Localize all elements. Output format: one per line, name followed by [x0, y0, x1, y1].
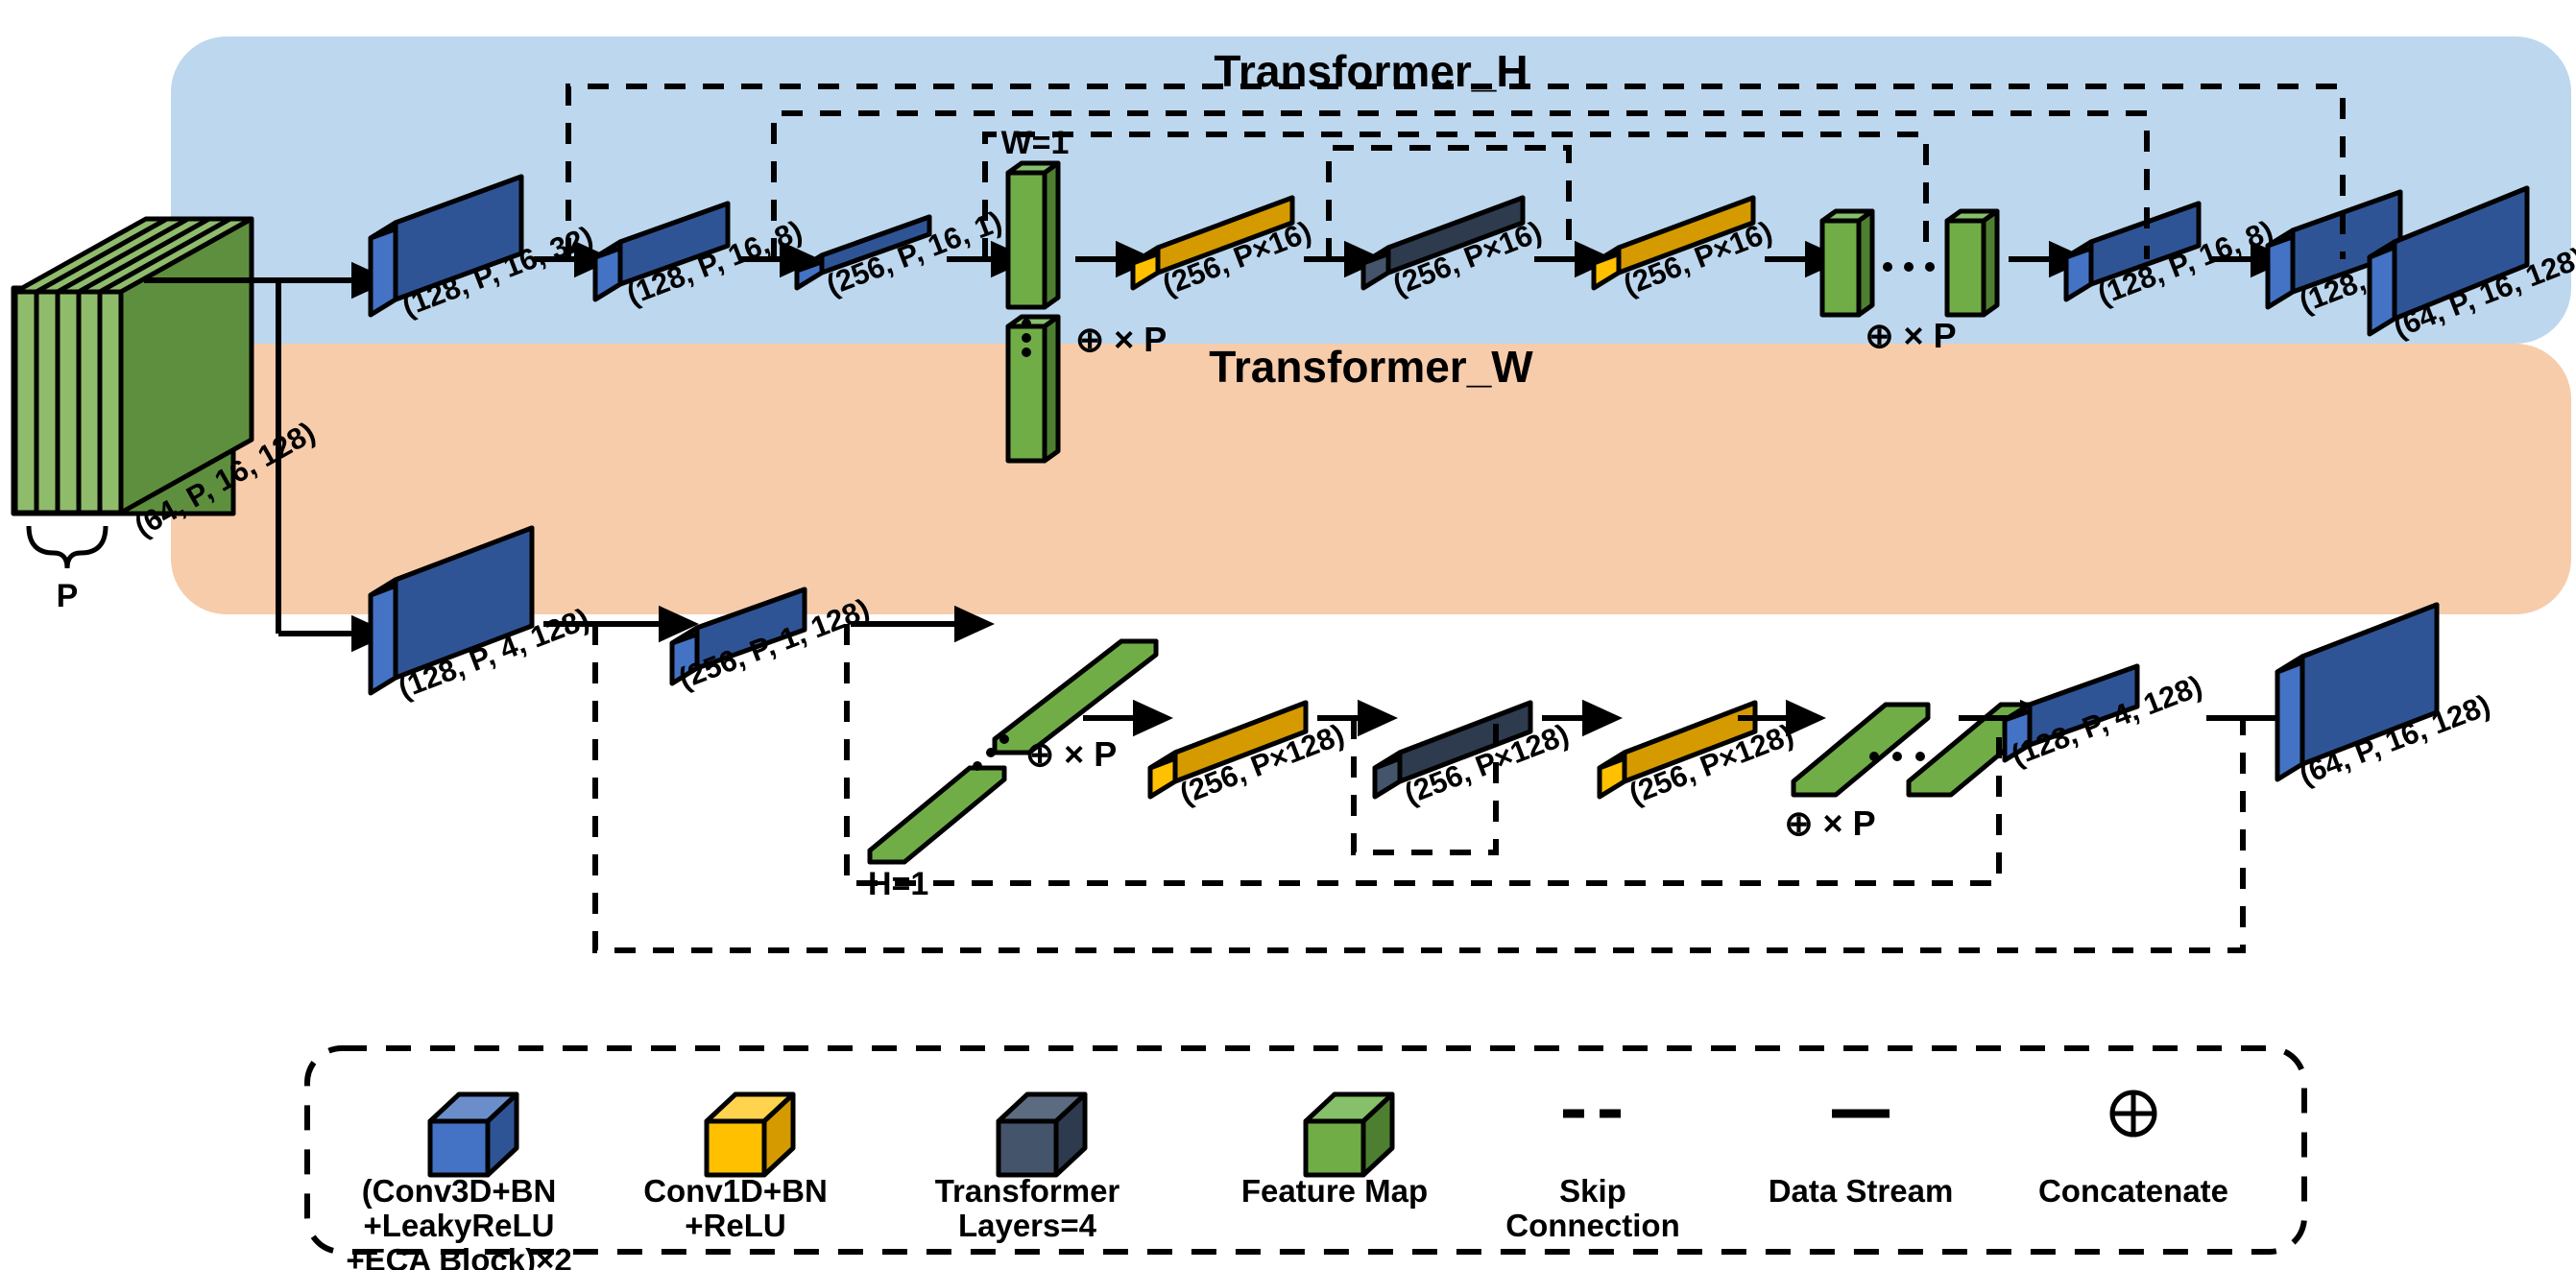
legend-label-conv3d-line1: (Conv3D+BN: [362, 1173, 557, 1209]
w-block-conv1d-1: [1147, 700, 1309, 800]
w-feature-pair-dots: [1869, 752, 1925, 761]
legend-label-conv3d-line3: +ECA Block)×2: [346, 1242, 571, 1270]
h-feature-dots: [1883, 262, 1935, 272]
h-skip-connections: [566, 84, 2346, 259]
input-slab: [12, 216, 254, 515]
h-block-conv3d-6: [2367, 185, 2530, 337]
h-block-conv1d-1: [1130, 195, 1295, 291]
h-feature-map-pair-left: [1819, 208, 1875, 318]
legend-label-feature-map: Feature Map: [1241, 1173, 1428, 1209]
panel-transformer-w: Transformer_W: [171, 342, 2571, 614]
h-feature-map-top: [1005, 160, 1061, 310]
w-skip-connections: [592, 624, 2246, 953]
w-block-conv3d-2: [669, 587, 807, 686]
legend-label-skip-line1: Skip: [1559, 1173, 1626, 1209]
legend-label-concatenate: Concatenate: [2038, 1173, 2228, 1209]
h-w1-label: W=1: [1001, 125, 1070, 161]
input-routing: [144, 261, 392, 653]
legend-label-conv1d-line2: +ReLU: [685, 1208, 785, 1243]
h-block-conv1d-2: [1591, 195, 1756, 291]
legend-label-transformer-line2: Layers=4: [958, 1208, 1097, 1243]
p-brace: [26, 525, 108, 569]
w-concat-label-left: ⊕ × P: [1025, 734, 1117, 774]
w-feature-map-bottom: [867, 765, 1007, 865]
legend-label-skip-line2: Connection: [1505, 1208, 1679, 1243]
h-block-transformer: [1360, 195, 1526, 291]
legend-icon-concat-symbol: [2109, 1090, 2157, 1138]
legend-label-conv3d-line2: +LeakyReLU: [363, 1208, 554, 1243]
w-concat-label-right: ⊕ × P: [1784, 803, 1875, 843]
legend-box: [304, 1045, 2307, 1255]
h-concat-label-left: ⊕ × P: [1075, 320, 1167, 359]
legend-icon-cube-green: [1303, 1091, 1395, 1178]
legend-label-transformer-line1: Transformer: [935, 1173, 1120, 1209]
w-feature-dots: [973, 734, 1009, 771]
h-block-conv3d-1: [368, 174, 524, 318]
h-feature-map-bottom: [1005, 314, 1061, 464]
h-block-conv3d-2: [592, 201, 731, 302]
h-concat-label-right: ⊕ × P: [1865, 316, 1956, 355]
legend-label-conv1d-line1: Conv1D+BN: [643, 1173, 828, 1209]
w-feature-map-top: [992, 638, 1159, 755]
w-feature-pair-left: [1791, 702, 1931, 798]
w-block-conv3d-4: [2275, 602, 2440, 782]
w-block-conv3d-1: [368, 525, 535, 696]
h-block-conv3d-3: [794, 214, 932, 291]
panel-title-w: Transformer_W: [1209, 342, 1533, 392]
h-block-conv3d-5: [2265, 189, 2403, 310]
h-block-conv3d-4: [2063, 201, 2202, 302]
legend-icon-cube-blue: [427, 1091, 519, 1178]
legend-label-data-stream: Data Stream: [1769, 1173, 1954, 1209]
legend-icon-cube-slate: [996, 1091, 1088, 1178]
p-brace-label: P: [57, 578, 79, 614]
legend-icon-cube-yellow: [704, 1091, 796, 1178]
h-feature-map-pair-right: [1944, 208, 2000, 318]
w-block-conv1d-2: [1597, 700, 1758, 800]
h-vertical-dots: [1022, 319, 1031, 357]
w-block-transformer: [1372, 700, 1533, 800]
w-block-conv3d-3: [2002, 663, 2140, 763]
panel-transformer-h: Transformer_H: [171, 36, 2571, 344]
